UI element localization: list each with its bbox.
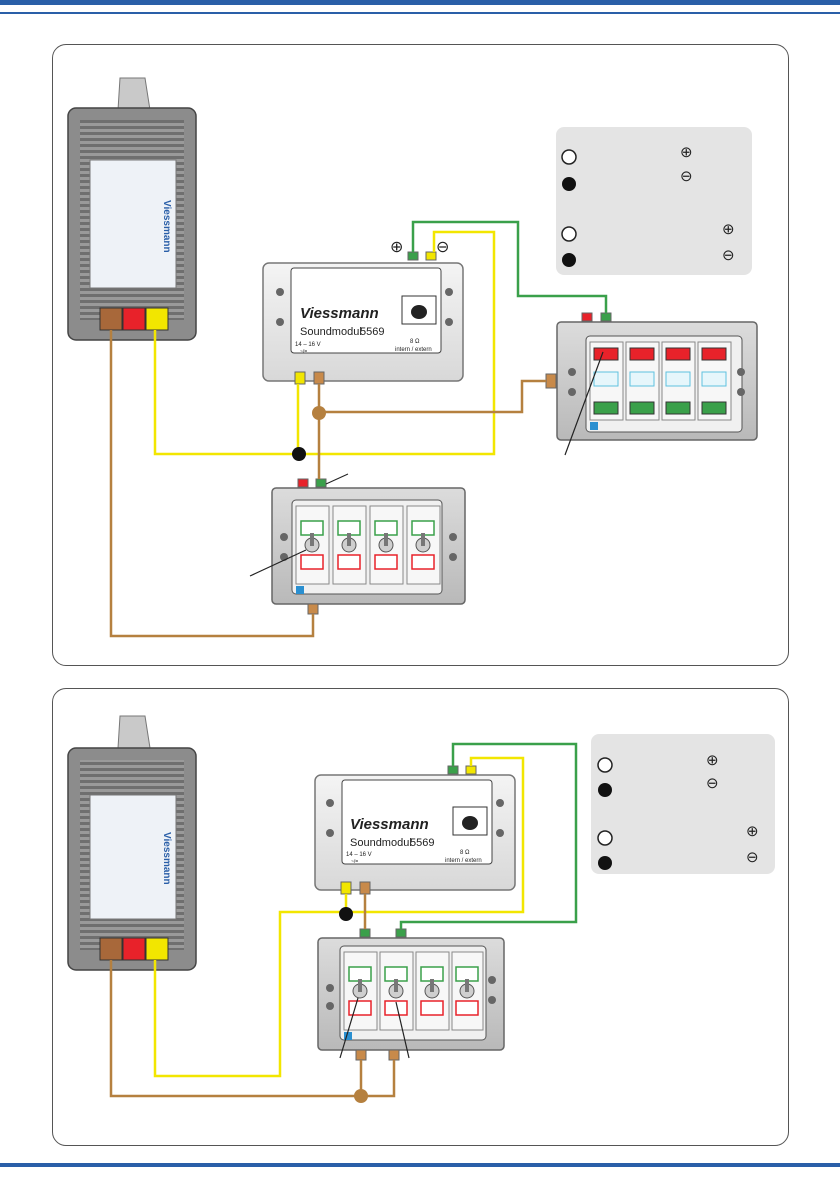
- transformer-2: Viessmann: [68, 716, 196, 970]
- junction-dot-1: [292, 447, 306, 461]
- sound-module-2-number: 5569: [410, 837, 434, 849]
- sound-module-current: ~/=: [300, 349, 307, 355]
- sound-module-number: 5569: [360, 326, 384, 338]
- legend-plus-2: ⊕: [722, 221, 735, 238]
- sound-module-name: Soundmodul: [300, 326, 362, 338]
- junction-dot-4: [354, 1089, 368, 1103]
- transformer-brand: Viessmann: [161, 200, 172, 253]
- sound-module-2-name: Soundmodul: [350, 837, 412, 849]
- chicken-icon-2: [462, 816, 478, 830]
- sound-module-2-speaker: 8 Ω: [460, 850, 470, 856]
- sound-module-2-speaker-mode: intern / extern: [445, 858, 482, 864]
- sound-module-speaker: 8 Ω: [410, 339, 420, 345]
- transformer-2-brand: Viessmann: [161, 832, 172, 885]
- transformer-1: Viessmann: [68, 78, 196, 340]
- plus-symbol-sm1: ⊕: [390, 239, 403, 256]
- legend-2-plus-1: ⊕: [706, 752, 719, 769]
- legend-2-minus-2: ⊖: [746, 849, 759, 866]
- legend-box-1: ⊕ ⊖ ⊕ ⊖: [556, 127, 752, 275]
- legend-box-2: ⊕ ⊖ ⊕ ⊖: [591, 734, 775, 874]
- sound-module-2-current: ~/=: [351, 859, 358, 865]
- junction-dot-2: [312, 406, 326, 420]
- legend-2-minus-1: ⊖: [706, 775, 719, 792]
- sound-module-speaker-mode: intern / extern: [395, 347, 432, 353]
- sound-module-2-voltage: 14 – 16 V: [346, 852, 372, 858]
- sound-module-brand: Viessmann: [300, 305, 379, 322]
- sound-module-voltage: 14 – 16 V: [295, 342, 321, 348]
- sound-module-2-brand: Viessmann: [350, 816, 429, 833]
- junction-dot-3: [339, 907, 353, 921]
- sound-module-2: Viessmann Soundmodul 5569 14 – 16 V ~/= …: [315, 766, 515, 894]
- legend-minus-2: ⊖: [722, 247, 735, 264]
- chicken-icon: [411, 305, 427, 319]
- toggle-switch-panel-1: [272, 479, 465, 614]
- sound-module-1: Viessmann Soundmodul 5569 14 – 16 V ~/= …: [263, 252, 463, 384]
- legend-plus-1: ⊕: [680, 144, 693, 161]
- minus-symbol-sm1: ⊖: [436, 239, 449, 256]
- legend-minus-1: ⊖: [680, 168, 693, 185]
- legend-2-plus-2: ⊕: [746, 823, 759, 840]
